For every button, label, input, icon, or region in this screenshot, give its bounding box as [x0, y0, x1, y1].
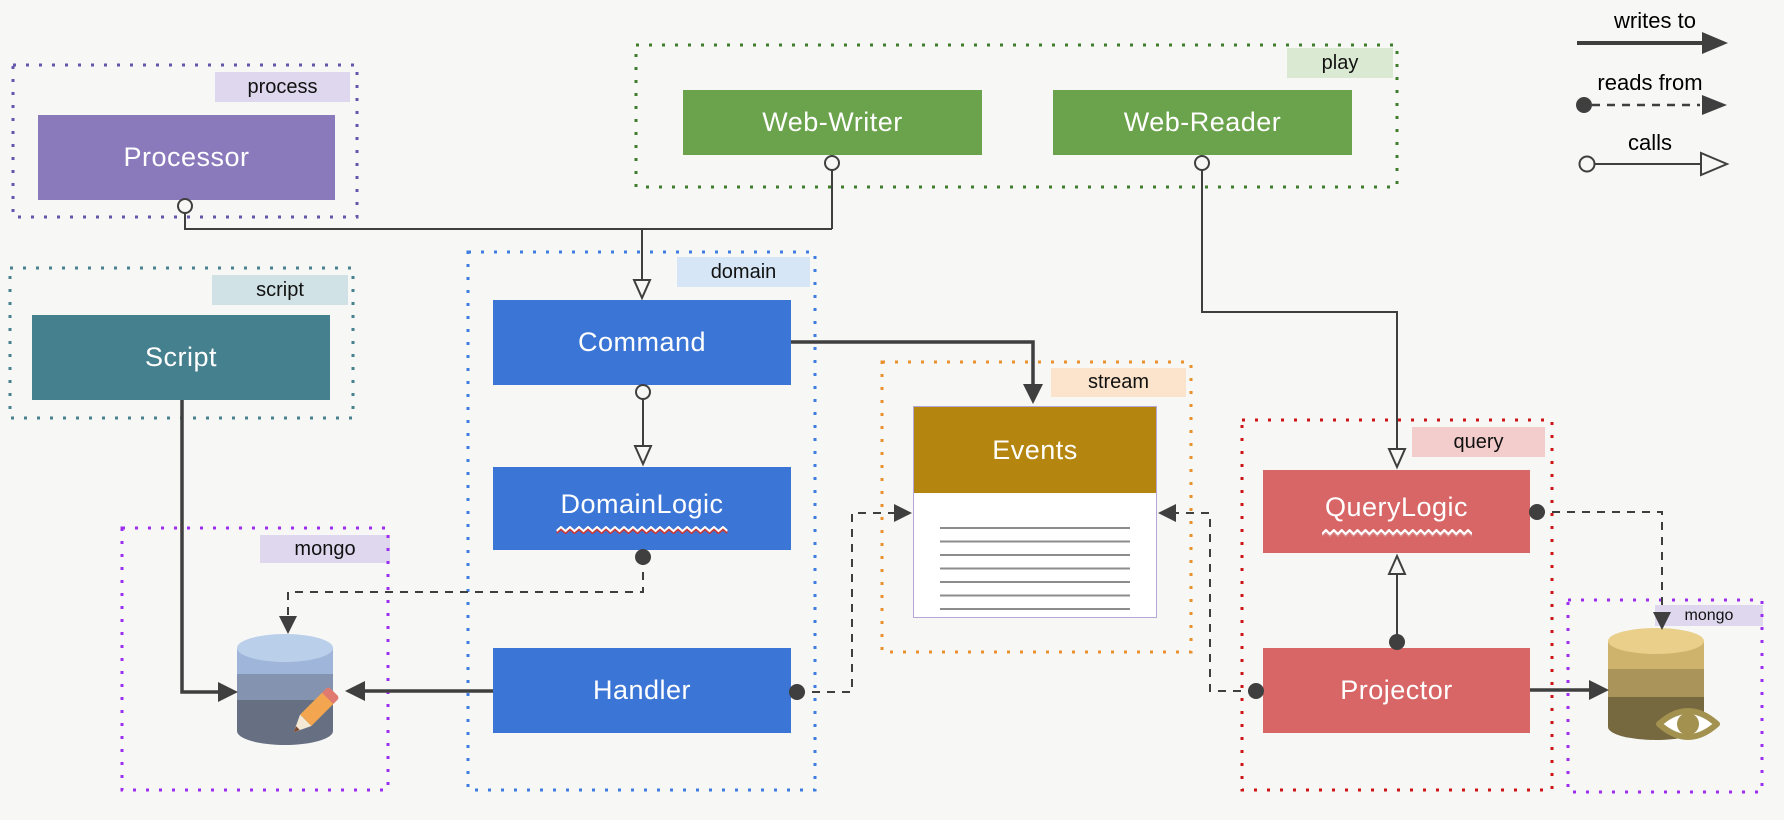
edge-projector-calls-query-logic [1387, 553, 1407, 650]
pencil-icon [293, 687, 339, 733]
database-with-eye-icon [1608, 628, 1720, 740]
group-mongo-right-badge: mongo [1655, 605, 1763, 626]
node-domain-logic-label: DomainLogic [560, 489, 724, 519]
edge-command-calls-domain-logic [633, 384, 653, 467]
group-mongo-left-label: mongo [294, 537, 356, 560]
node-query-logic-label: QueryLogic [1324, 492, 1469, 522]
group-process-label: process [247, 75, 318, 98]
group-query-badge: query [1412, 427, 1545, 457]
database-with-pencil-icon [237, 634, 339, 745]
legend-reads-from-label: reads from [1597, 70, 1703, 95]
legend-calls-glyph [1578, 151, 1730, 177]
node-command: Command [493, 300, 791, 385]
node-events: Events [913, 406, 1157, 618]
node-processor: Processor [38, 115, 335, 200]
node-events-label: Events [992, 434, 1078, 465]
node-events-header: Events [914, 407, 1156, 493]
node-handler-label: Handler [592, 675, 692, 705]
edge-projector-reads-events [1158, 504, 1264, 699]
group-mongo-right-label: mongo [1684, 606, 1734, 624]
node-domain-logic: DomainLogic [493, 467, 791, 550]
edge-command-writes-events [791, 340, 1043, 404]
group-mongo-left-border [120, 526, 390, 792]
edge-handler-reads-events [789, 504, 912, 700]
node-script: Script [32, 315, 330, 400]
group-domain-badge: domain [677, 257, 810, 287]
node-processor-label: Processor [123, 142, 250, 172]
node-web-reader: Web-Reader [1053, 90, 1352, 155]
group-play-badge: play [1287, 48, 1393, 78]
node-events-body [914, 493, 1156, 617]
legend-writes-to-glyph [1577, 32, 1728, 54]
node-script-label: Script [144, 342, 218, 372]
group-mongo-right-border [1566, 598, 1764, 794]
group-play-label: play [1321, 51, 1359, 74]
group-process-badge: process [215, 72, 350, 102]
group-mongo-left-badge: mongo [260, 535, 390, 563]
group-domain-label: domain [710, 260, 777, 283]
legend-calls-label: calls [1627, 130, 1672, 155]
legend-reads-from-glyph [1576, 95, 1727, 115]
edge-handler-writes-mongo-left [345, 681, 493, 701]
group-stream-badge: stream [1051, 368, 1186, 397]
node-web-reader-label: Web-Reader [1123, 107, 1282, 137]
spellcheck-squiggle [556, 526, 728, 534]
group-script-label: script [256, 278, 304, 301]
group-script-badge: script [212, 275, 348, 305]
eye-icon [1656, 708, 1720, 740]
group-stream-label: stream [1087, 371, 1150, 393]
edge-projector-writes-mongo-right [1530, 680, 1609, 700]
node-web-writer-label: Web-Writer [762, 107, 903, 137]
spellcheck-squiggle [1321, 529, 1472, 537]
node-projector-label: Projector [1340, 675, 1453, 705]
edge-script-writes-mongo-left [180, 400, 238, 702]
edge-web-reader-calls-query-logic [1194, 155, 1407, 470]
node-projector: Projector [1263, 648, 1530, 733]
group-query-label: query [1453, 430, 1504, 453]
edge-query-logic-reads-mongo-right [1529, 504, 1671, 630]
node-web-writer: Web-Writer [683, 90, 982, 155]
node-query-logic: QueryLogic [1263, 470, 1530, 553]
legend-writes-to-label: writes to [1614, 8, 1696, 33]
node-command-label: Command [577, 327, 707, 357]
ruled-lines [940, 527, 1130, 612]
node-handler: Handler [493, 648, 791, 733]
